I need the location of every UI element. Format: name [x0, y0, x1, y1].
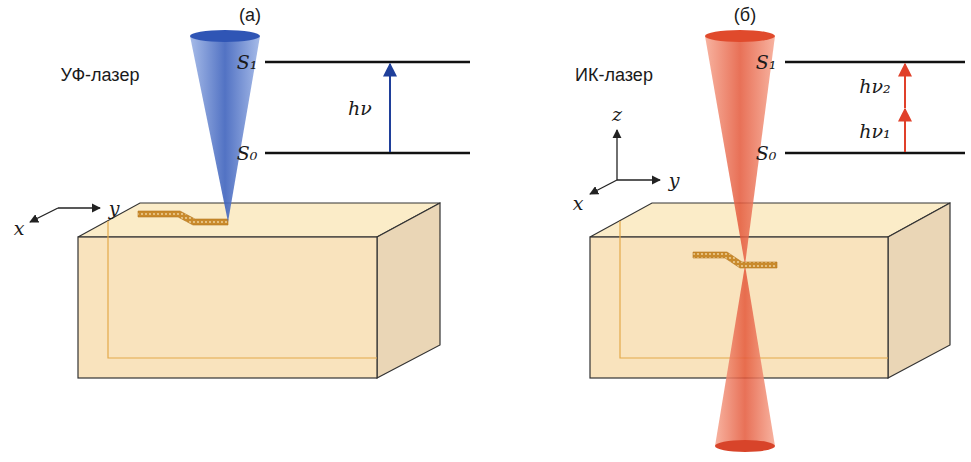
panel-label: (а)	[239, 6, 261, 26]
uv-laser-beam	[190, 30, 260, 222]
photon-energy: hν₁	[859, 121, 890, 142]
energy-level: S₀	[237, 143, 258, 164]
laser-label: УФ-лазер	[61, 66, 140, 86]
written-waveguide	[138, 211, 228, 225]
axis-label: z	[612, 104, 622, 125]
photon-energy: hν₂	[859, 76, 890, 97]
ir-laser-beam	[705, 30, 775, 452]
panel-label: (б)	[734, 6, 756, 26]
written-waveguide	[693, 252, 777, 268]
axes	[30, 208, 100, 222]
glass-block	[78, 203, 440, 378]
photon-energy: hν	[348, 98, 372, 119]
axis-label: y	[669, 170, 680, 191]
axis-label: x	[573, 193, 584, 214]
energy-level: S₁	[756, 52, 777, 73]
axis-label: x	[14, 218, 25, 239]
laser-label: ИК-лазер	[575, 66, 653, 86]
axes	[590, 130, 660, 194]
energy-diagram	[785, 62, 965, 153]
energy-diagram	[265, 62, 470, 153]
energy-level: S₁	[237, 52, 258, 73]
axis-label: y	[109, 198, 120, 219]
glass-block	[590, 203, 950, 378]
energy-level: S₀	[756, 143, 777, 164]
